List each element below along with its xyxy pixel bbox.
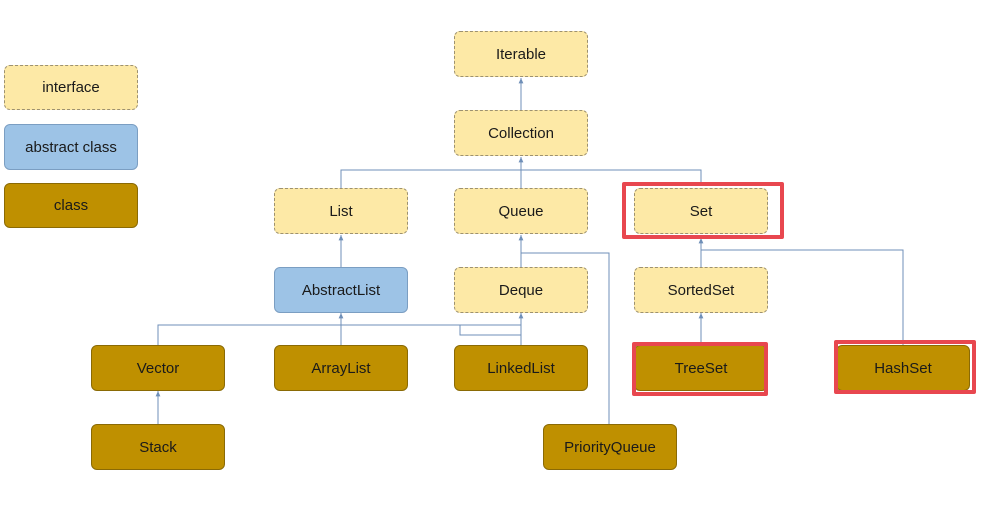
edge-branch-abstractlist (157, 324, 521, 345)
node-stack: Stack (91, 424, 225, 470)
node-array-list: ArrayList (274, 345, 408, 391)
legend-interface: interface (4, 65, 138, 110)
node-collection: Collection (454, 110, 588, 156)
node-list: List (274, 188, 408, 234)
node-tree-set: TreeSet (634, 345, 768, 391)
node-queue: Queue (454, 188, 588, 234)
node-vector: Vector (91, 345, 225, 391)
node-hash-set: HashSet (836, 345, 970, 391)
node-sorted-set: SortedSet (634, 267, 768, 313)
edge-linkedlist-list (459, 325, 521, 336)
node-linked-list: LinkedList (454, 345, 588, 391)
node-deque: Deque (454, 267, 588, 313)
node-priority-queue: PriorityQueue (543, 424, 677, 470)
node-set: Set (634, 188, 768, 234)
node-abstract-list: AbstractList (274, 267, 408, 313)
node-iterable: Iterable (454, 31, 588, 77)
edge-priorityqueue-queue (521, 252, 610, 424)
legend-abstract-class: abstract class (4, 124, 138, 170)
legend-class: class (4, 183, 138, 228)
